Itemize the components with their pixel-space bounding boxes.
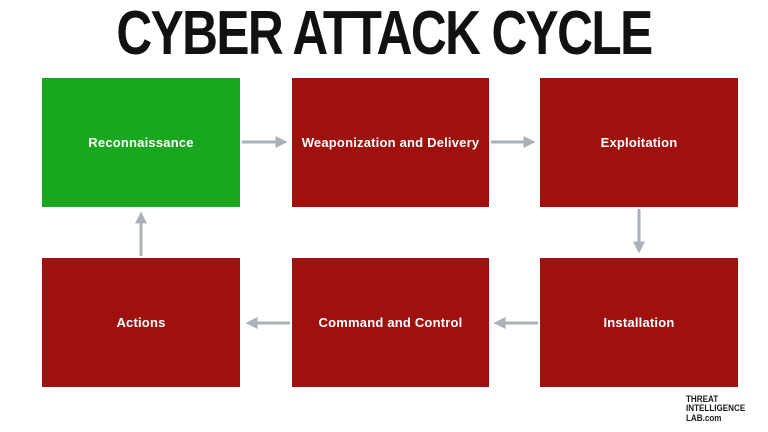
- node-reconnaissance: Reconnaissance: [42, 78, 240, 207]
- node-label: Command and Control: [318, 315, 463, 330]
- node-actions: Actions: [42, 258, 240, 387]
- logo-line-intelligence: INTELLIGENCE: [686, 403, 746, 415]
- logo-line-labcom: LAB.com: [686, 412, 722, 424]
- node-label: Actions: [116, 315, 166, 330]
- page-title: CYBER ATTACK CYCLE: [116, 0, 653, 68]
- node-label: Reconnaissance: [88, 135, 194, 150]
- node-command-and-control: Command and Control: [292, 258, 489, 387]
- brand-logo: THREAT INTELLIGENCE LAB.com: [686, 395, 745, 423]
- node-installation: Installation: [540, 258, 738, 387]
- node-weaponization-and-delivery: Weaponization and Delivery: [292, 78, 489, 207]
- node-label: Installation: [603, 315, 675, 330]
- logo-line-threat: THREAT: [686, 394, 719, 405]
- node-exploitation: Exploitation: [540, 78, 738, 207]
- node-label: Exploitation: [600, 135, 678, 150]
- node-label: Weaponization and Delivery: [301, 135, 480, 150]
